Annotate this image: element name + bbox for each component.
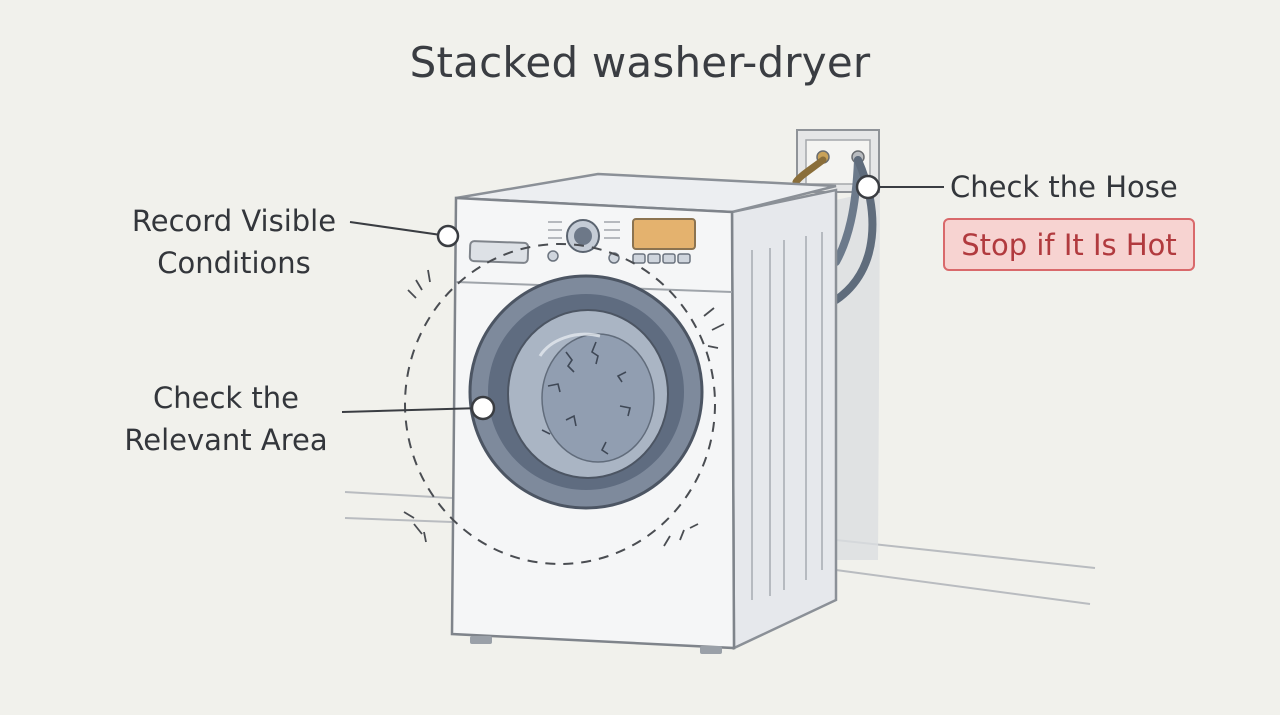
callout-anchors [436, 174, 881, 421]
callout-check-area: Check the Relevant Area [112, 377, 340, 461]
anchor-area [470, 395, 496, 421]
callout-record-line2: Conditions [157, 246, 311, 280]
warning-text: Stop if It Is Hot [961, 227, 1177, 262]
diagram-title: Stacked washer-dryer [409, 38, 871, 87]
wall-shadow [836, 190, 880, 560]
anchor-hose [855, 174, 881, 200]
display-panel [632, 218, 696, 250]
warning-badge: Stop if It Is Hot [943, 218, 1195, 271]
relevant-area-highlight [404, 243, 716, 565]
washer-door [468, 274, 704, 510]
callout-record-line1: Record Visible [131, 204, 337, 238]
floor-lines [344, 491, 1096, 605]
callout-leaders [341, 186, 944, 413]
detergent-drawer [468, 240, 530, 264]
callout-area-line2: Relevant Area [124, 423, 328, 457]
callout-record-conditions: Record Visible Conditions [118, 200, 350, 284]
vibration-marks [403, 269, 725, 547]
callout-check-hose: Check the Hose [950, 170, 1178, 204]
control-buttons [547, 250, 691, 264]
callout-area-line1: Check the [152, 381, 300, 415]
anchor-record [436, 224, 460, 248]
